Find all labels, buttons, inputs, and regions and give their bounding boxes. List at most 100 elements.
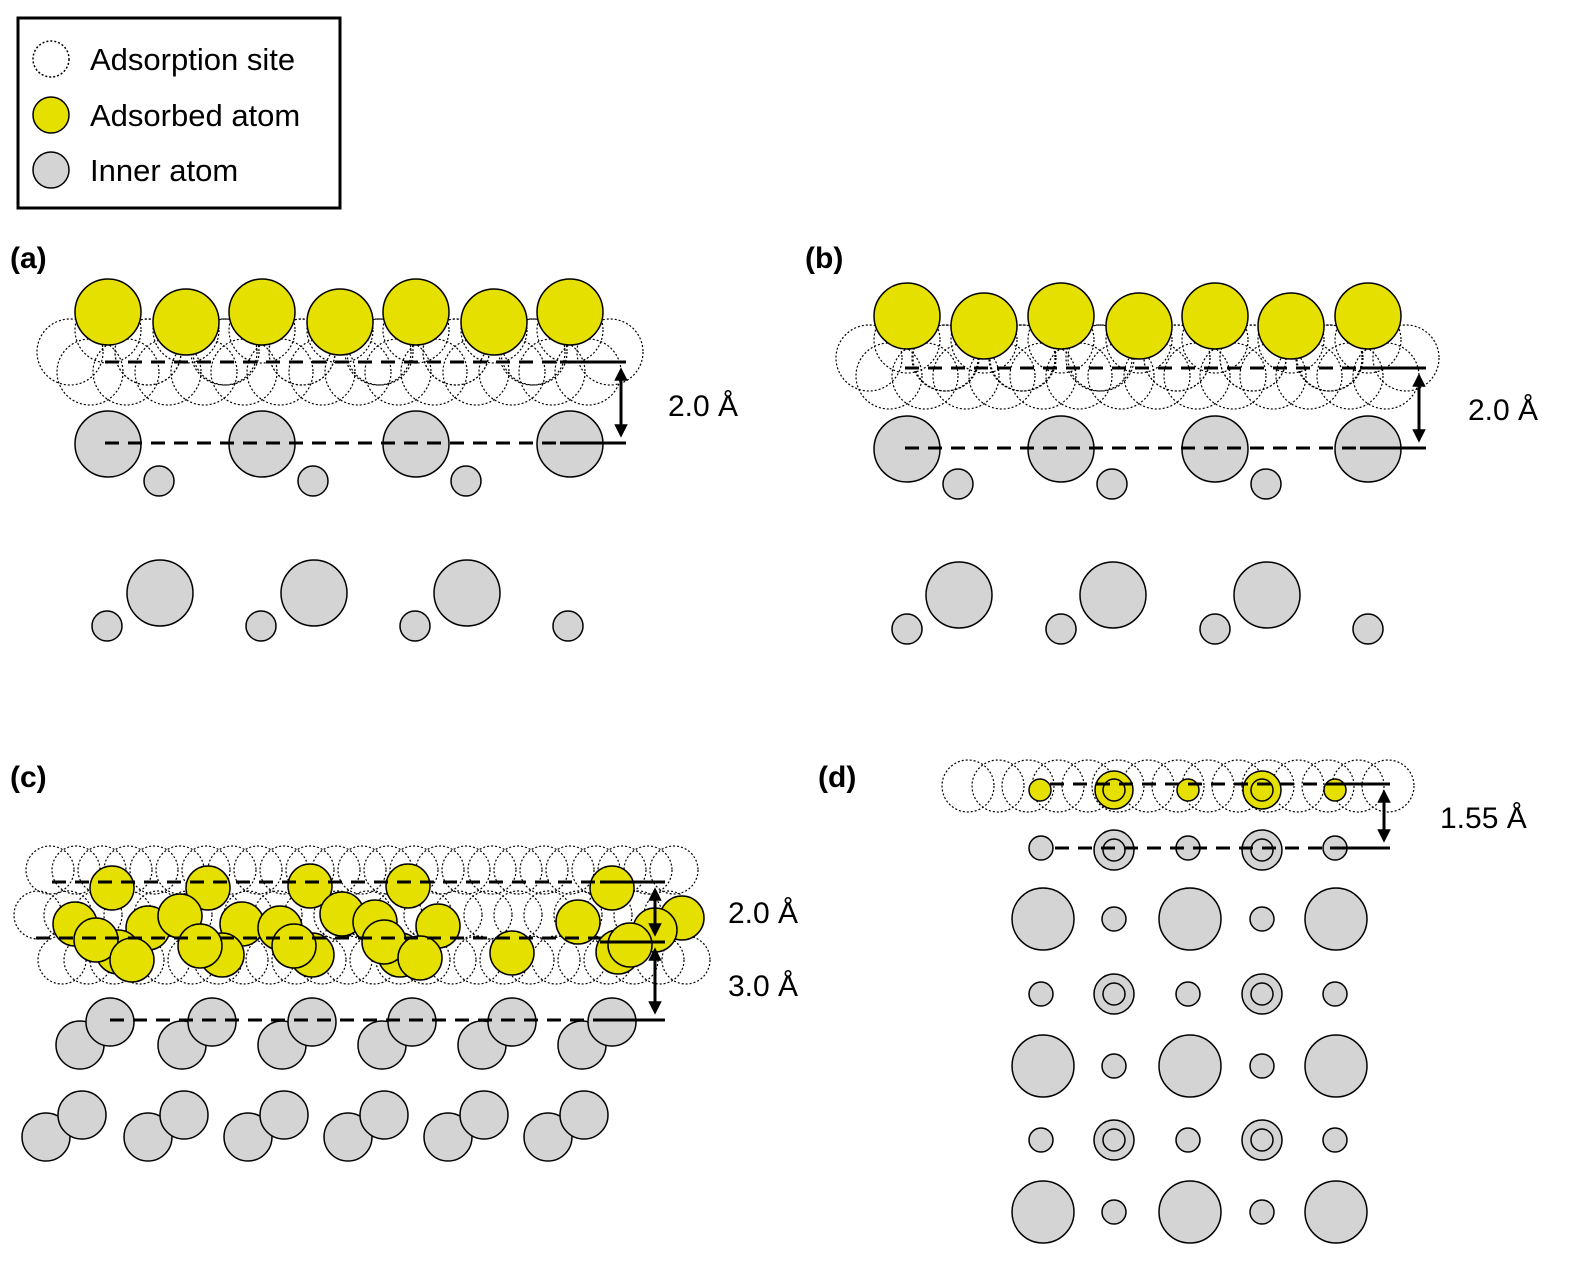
adsorption-site bbox=[1372, 324, 1440, 392]
adsorbed-atom-inner-ring bbox=[1102, 778, 1126, 802]
adsorption-site bbox=[1087, 342, 1155, 410]
adsorption-site bbox=[932, 342, 1000, 410]
inner-atom bbox=[359, 1090, 409, 1140]
adsorption-site bbox=[478, 338, 546, 406]
adsorbed-atom bbox=[1094, 770, 1134, 810]
inner-atom-small bbox=[1101, 1053, 1127, 1079]
inner-atom bbox=[433, 559, 501, 627]
adsorption-site bbox=[1027, 306, 1095, 374]
adsorbed-atom-inner-ring bbox=[1250, 778, 1274, 802]
adsorption-site bbox=[1151, 759, 1205, 813]
inner-atom-small bbox=[1175, 981, 1201, 1007]
inner-atom bbox=[1241, 1119, 1283, 1161]
adsorption-site bbox=[25, 845, 75, 895]
inner-atom bbox=[287, 997, 337, 1047]
inner-atom-small bbox=[1322, 1127, 1348, 1153]
inner-atom-large bbox=[1158, 887, 1222, 951]
adsorption-site bbox=[460, 296, 528, 364]
panel-label-a: (a) bbox=[10, 242, 47, 275]
adsorption-site bbox=[74, 296, 142, 364]
adsorption-site bbox=[519, 845, 569, 895]
adsorption-site bbox=[400, 338, 468, 406]
legend-adsorbed-icon bbox=[32, 96, 70, 134]
adsorbed-atom bbox=[306, 288, 374, 356]
adsorption-site bbox=[324, 338, 392, 406]
adsorption-site bbox=[1009, 342, 1077, 410]
inner-atom-small bbox=[143, 465, 175, 497]
adsorption-site bbox=[288, 338, 356, 406]
adsorption-site bbox=[989, 324, 1057, 392]
legend-site-icon bbox=[32, 40, 70, 78]
adsorption-site bbox=[210, 338, 278, 406]
adsorption-site bbox=[463, 890, 513, 940]
inner-atom-large bbox=[1158, 1034, 1222, 1098]
panel-a-adsorbed-atoms bbox=[74, 278, 604, 356]
adsorption-site bbox=[855, 342, 923, 410]
adsorption-site bbox=[554, 338, 622, 406]
inner-atom bbox=[57, 1090, 107, 1140]
adsorption-site bbox=[500, 318, 568, 386]
adsorbed-atom bbox=[1334, 282, 1402, 350]
inner-atom-small bbox=[1250, 468, 1282, 500]
legend-adsorbed-label: Adsorbed atom bbox=[90, 98, 300, 133]
inner-atom-ring bbox=[1250, 982, 1274, 1006]
inner-atom bbox=[85, 997, 135, 1047]
adsorption-site bbox=[134, 338, 202, 406]
adsorption-site bbox=[531, 935, 581, 985]
inner-atom-large bbox=[1158, 1180, 1222, 1244]
inner-atom-small bbox=[245, 610, 277, 642]
adsorption-site bbox=[306, 296, 374, 364]
adsorption-site bbox=[129, 845, 179, 895]
adsorption-site bbox=[441, 845, 491, 895]
adsorption-site bbox=[1091, 759, 1145, 813]
inner-atom-large bbox=[1304, 1034, 1368, 1098]
adsorption-site bbox=[207, 845, 257, 895]
adsorption-site bbox=[971, 759, 1025, 813]
adsorption-site bbox=[649, 845, 699, 895]
adsorbed-atom bbox=[385, 863, 431, 909]
inner-atom bbox=[1079, 561, 1147, 629]
adsorbed-atom-small bbox=[1028, 778, 1052, 802]
adsorption-site bbox=[968, 342, 1036, 410]
adsorption-site bbox=[228, 296, 296, 364]
adsorption-site bbox=[1241, 759, 1295, 813]
inner-atom bbox=[587, 997, 637, 1047]
adsorption-site bbox=[1181, 306, 1249, 374]
adsorbed-atom bbox=[460, 288, 528, 356]
adsorption-site bbox=[576, 318, 644, 386]
adsorption-site bbox=[498, 318, 566, 386]
inner-atom bbox=[1093, 1119, 1135, 1161]
inner-atom bbox=[387, 997, 437, 1047]
inner-atom-small bbox=[942, 468, 974, 500]
adsorption-site bbox=[382, 296, 450, 364]
adsorption-site bbox=[1296, 324, 1364, 392]
inner-atom-small bbox=[552, 610, 584, 642]
adsorption-site bbox=[92, 338, 160, 406]
inner-atom bbox=[223, 1112, 273, 1162]
panel-c-inner-atoms bbox=[21, 997, 637, 1162]
inner-atom-ring bbox=[1102, 838, 1126, 862]
adsorption-site bbox=[467, 845, 517, 895]
adsorbed-atom bbox=[271, 923, 317, 969]
adsorbed-atom bbox=[1181, 282, 1249, 350]
inner-atom bbox=[559, 1090, 609, 1140]
adsorption-site bbox=[246, 338, 314, 406]
inner-atom-small bbox=[1175, 1127, 1201, 1153]
adsorption-site bbox=[518, 338, 586, 406]
inner-atom bbox=[280, 559, 348, 627]
inner-atom bbox=[126, 559, 194, 627]
adsorbed-atom-small bbox=[1323, 778, 1347, 802]
inner-atom-ring bbox=[1250, 1128, 1274, 1152]
inner-atom-small bbox=[1352, 613, 1384, 645]
adsorbed-atom bbox=[1105, 292, 1173, 360]
adsorbed-atom bbox=[109, 937, 155, 983]
panel-d-distance-label: 1.55 Å bbox=[1440, 802, 1527, 835]
adsorption-site bbox=[1301, 759, 1355, 813]
inner-atom bbox=[1093, 973, 1135, 1015]
adsorbed-atom bbox=[382, 278, 450, 346]
adsorption-site bbox=[192, 318, 260, 386]
panel-a-distance-label: 2.0 Å bbox=[668, 390, 738, 423]
inner-atom-small bbox=[1045, 613, 1077, 645]
adsorption-site bbox=[152, 296, 220, 364]
